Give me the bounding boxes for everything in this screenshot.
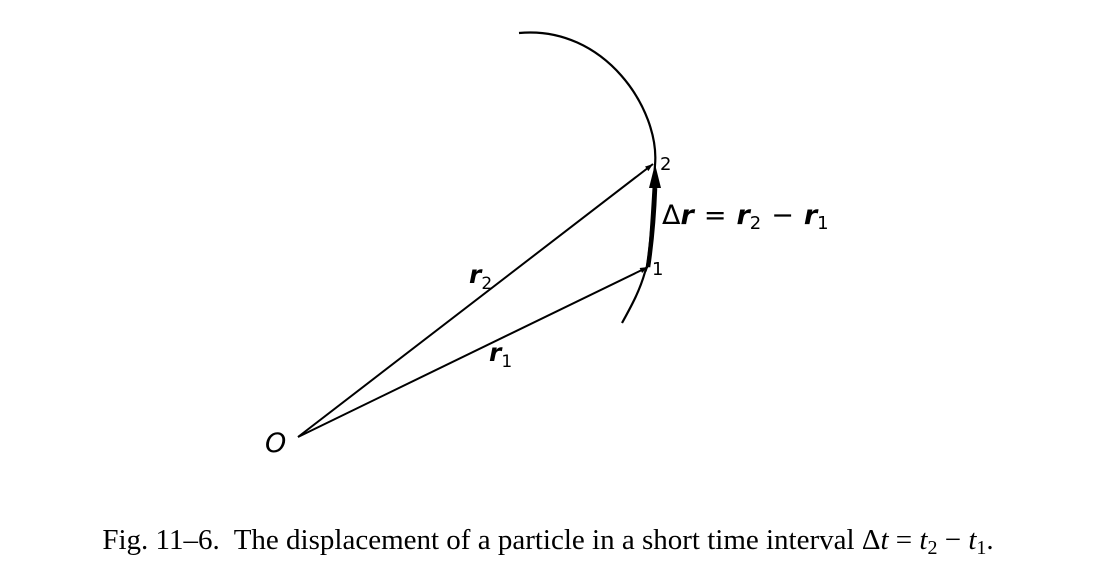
delta-r-equation: Δr=r2−r1 — [662, 200, 829, 234]
caption-delta: Δ — [861, 524, 881, 556]
eq-r1-base: r — [804, 200, 819, 231]
vector-delta-r-arrowhead — [649, 164, 661, 188]
origin-label: O — [265, 428, 286, 459]
r2-label-sub: 2 — [481, 274, 492, 294]
caption-period: . — [986, 524, 994, 556]
caption-t1: t — [968, 524, 977, 556]
caption-t2-sub: 2 — [927, 537, 938, 559]
r2-label: r2 — [469, 260, 492, 294]
point-1-label: 1 — [652, 259, 663, 280]
vector-delta-r — [645, 187, 658, 268]
vector-r2 — [297, 163, 654, 438]
caption-equals: = — [888, 524, 920, 556]
r1-label-base: r — [489, 338, 503, 367]
displacement-diagram: O 2 1 r2 r1 Δr=r2−r1 — [265, 31, 829, 459]
delta-symbol: Δ — [662, 200, 681, 231]
point-2-label: 2 — [660, 154, 671, 175]
caption-t: t — [880, 524, 889, 556]
delta-r-symbol: r — [680, 200, 695, 231]
caption-text: The displacement of a particle in a shor… — [233, 524, 862, 556]
vector-r1 — [297, 266, 649, 438]
figure-caption: Fig. 11–6. The displacement of a particle… — [0, 522, 1096, 558]
r2-label-base: r — [469, 260, 483, 289]
minus-sign: − — [771, 200, 794, 231]
figure-number: Fig. 11–6. — [102, 524, 220, 556]
caption-t2: t — [919, 524, 928, 556]
caption-t1-sub: 1 — [976, 537, 987, 559]
equals-sign: = — [704, 200, 727, 231]
eq-r2-base: r — [736, 200, 751, 231]
eq-r1-sub: 1 — [817, 213, 828, 234]
caption-minus: − — [937, 524, 969, 556]
eq-r2-sub: 2 — [750, 213, 761, 234]
r1-label: r1 — [489, 338, 512, 372]
r1-label-sub: 1 — [501, 352, 512, 372]
